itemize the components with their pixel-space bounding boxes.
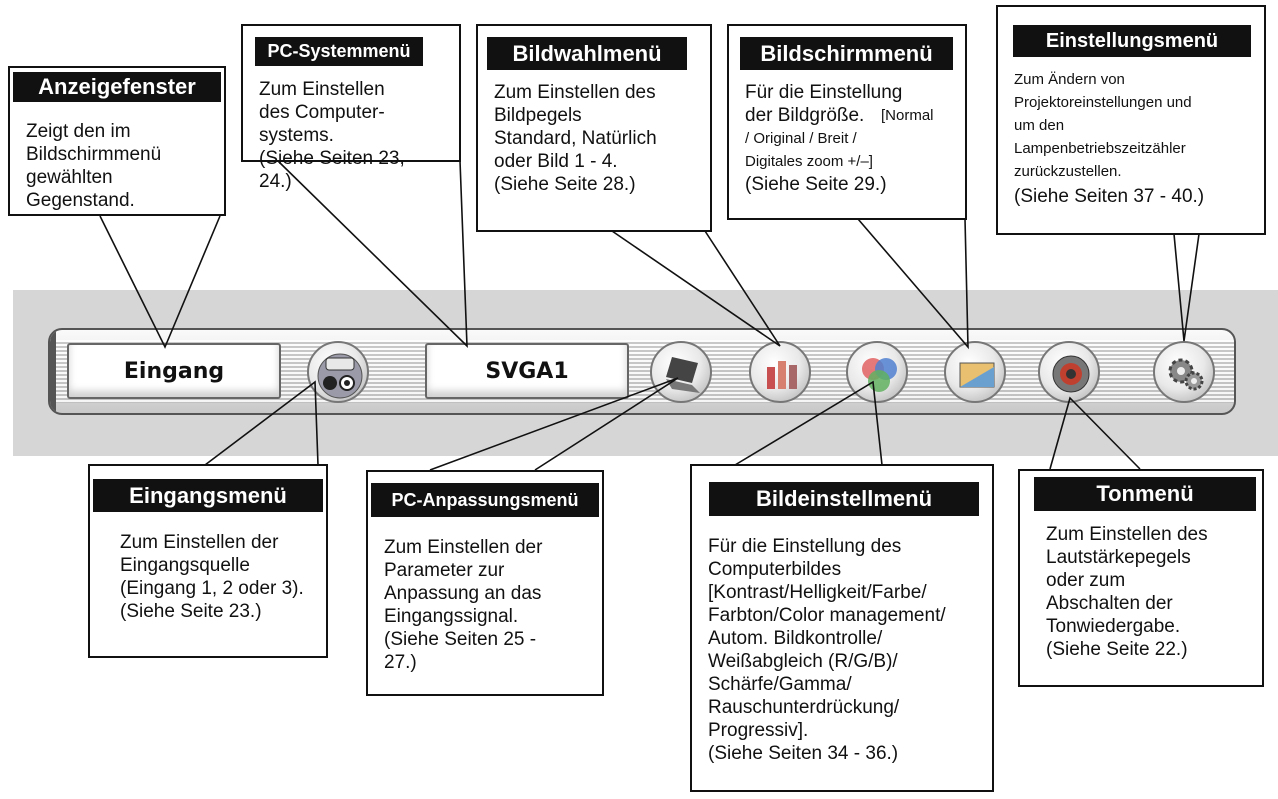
pc-adjust-menu-button[interactable] — [650, 341, 712, 403]
speaker-icon — [1052, 355, 1090, 393]
callout-text: Für die Einstellung des Computerbildes [… — [708, 536, 946, 764]
callout-bildwahlmenu: Bildwahlmenü Zum Einstellen des Bildpege… — [476, 24, 712, 232]
callout-text-ref: (Siehe Seite 29.) — [745, 174, 887, 195]
callout-title: Einstellungsmenü — [1013, 25, 1251, 57]
callout-title: Tonmenü — [1034, 477, 1256, 511]
callout-text: Zum Einstellen des Computer- systems. (S… — [259, 79, 405, 192]
callout-text: Zum Einstellen des Bildpegels Standard, … — [494, 82, 657, 195]
system-display-field: SVGA1 — [425, 343, 629, 399]
input-menu-icon — [317, 353, 363, 399]
input-display-field: Eingang — [67, 343, 281, 399]
callout-bildeinstellmenu: Bildeinstellmenü Für die Einstellung des… — [690, 464, 994, 792]
sound-menu-button[interactable] — [1038, 341, 1100, 403]
callout-text-options: [Normal / Original / Breit / Digitales z… — [745, 107, 934, 170]
menu-bar-endcap — [50, 330, 56, 413]
callout-anzeigefenster: Anzeigefenster Zeigt den im Bildschirmme… — [8, 66, 226, 216]
callout-text: Zum Ändern von Projektoreinstellungen un… — [1014, 71, 1192, 180]
callout-title: Bildwahlmenü — [487, 37, 687, 70]
callout-pc-anpassungsmenu: PC-Anpassungsmenü Zum Einstellen der Par… — [366, 470, 604, 696]
callout-text-main: Für die Einstellung der Bildgröße. — [745, 82, 903, 126]
settings-menu-button[interactable] — [1153, 341, 1215, 403]
callout-text: Zum Einstellen der Parameter zur Anpassu… — [384, 537, 543, 673]
callout-tonmenu: Tonmenü Zum Einstellen des Lautstärkepeg… — [1018, 469, 1264, 687]
callout-title: Eingangsmenü — [93, 479, 323, 512]
callout-text: Zum Einstellen der Eingangsquelle (Einga… — [120, 532, 304, 622]
laptop-icon — [666, 357, 700, 393]
screen-icon — [959, 362, 995, 388]
input-menu-button[interactable] — [307, 341, 369, 403]
callout-title: Anzeigefenster — [13, 72, 221, 102]
callout-einstellungsmenu: Einstellungsmenü Zum Ändern von Projekto… — [996, 5, 1266, 235]
color-circles-icon — [862, 358, 897, 392]
bar-chart-icon — [767, 361, 797, 389]
image-select-menu-button[interactable] — [749, 341, 811, 403]
callout-title: PC-Systemmenü — [255, 37, 423, 66]
callout-bildschirmmenu: Bildschirmmenü Für die Einstellung der B… — [727, 24, 967, 220]
callout-title: Bildschirmmenü — [740, 37, 953, 70]
callout-title: Bildeinstellmenü — [709, 482, 979, 516]
callout-eingangsmenu: Eingangsmenü Zum Einstellen der Eingangs… — [88, 464, 328, 658]
callout-pc-systemmenu: PC-Systemmenü Zum Einstellen des Compute… — [241, 24, 461, 192]
screen-menu-button[interactable] — [944, 341, 1006, 403]
gears-icon — [1168, 358, 1204, 391]
callout-title: PC-Anpassungsmenü — [371, 483, 599, 517]
callout-text: Zeigt den im Bildschirmmenü gewählten Ge… — [26, 121, 162, 211]
callout-ref: (Siehe Seiten 37 - 40.) — [1014, 186, 1205, 207]
image-adjust-menu-button[interactable] — [846, 341, 908, 403]
callout-text: Zum Einstellen des Lautstärkepegels oder… — [1046, 524, 1208, 660]
